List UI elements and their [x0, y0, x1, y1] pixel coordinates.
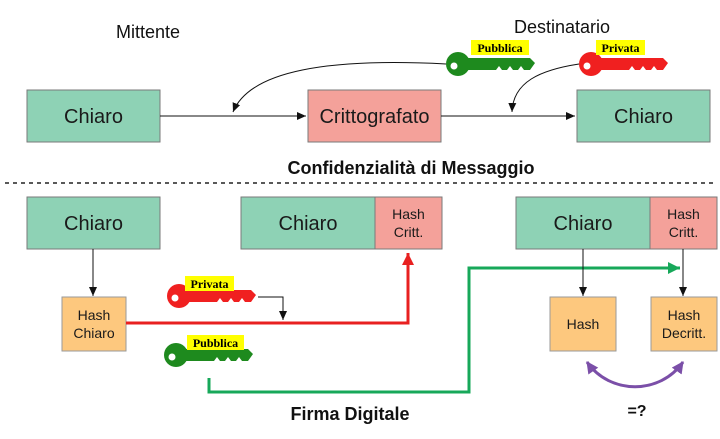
- sig-private-key-icon: Privata: [167, 276, 256, 308]
- conf-plain-sender-box: Chiaro: [26, 89, 161, 143]
- sig-recv-hash-text: Hash: [567, 316, 600, 332]
- sig-recv-hash-box: Hash: [549, 296, 617, 352]
- compare-arrow: [585, 361, 685, 389]
- conf-encrypted-box: Crittografato: [307, 89, 442, 143]
- signature-title: Firma Digitale: [290, 404, 409, 424]
- sig-sign-line: [126, 253, 414, 325]
- sig-signed-hash-box: Hash Critt.: [374, 196, 443, 250]
- sig-plain-text: Chiaro: [64, 213, 123, 235]
- sig-private-key-arrow: [258, 296, 287, 320]
- sig-verify-line: [207, 262, 680, 394]
- sig-recv-hash-decrypted-line1: Hash: [668, 307, 701, 323]
- conf-plain-sender-text: Chiaro: [64, 106, 123, 128]
- confidentiality-title: Confidenzialità di Messaggio: [287, 158, 534, 178]
- conf-plain-receiver-text: Chiaro: [614, 106, 673, 128]
- receiver-label: Destinatario: [514, 17, 610, 37]
- sig-recv-hash-encrypted-box: Hash Critt.: [649, 196, 718, 250]
- conf-public-key-tag: Pubblica: [477, 41, 522, 55]
- sig-recv-hash-encrypted-line2: Critt.: [669, 224, 699, 240]
- sig-signed-plain-box: Chiaro: [240, 196, 376, 250]
- conf-private-key-arrow: [508, 63, 580, 113]
- sig-recv-hash-decrypted-line2: Decritt.: [662, 325, 706, 341]
- sig-hash-plain-line1: Hash: [78, 307, 111, 323]
- sig-hash-plain-box: Hash Chiaro: [61, 296, 127, 352]
- sig-signed-plain-text: Chiaro: [279, 213, 338, 235]
- sig-private-key-tag: Privata: [191, 277, 229, 291]
- conf-private-key-icon: Privata: [579, 40, 668, 76]
- sig-recv-plain-text: Chiaro: [554, 213, 613, 235]
- sig-public-key-icon: Pubblica: [164, 335, 253, 367]
- conf-encrypted-text: Crittografato: [319, 106, 429, 128]
- sender-label: Mittente: [116, 22, 180, 42]
- sig-recv-hash-decrypted-box: Hash Decritt.: [650, 296, 718, 352]
- conf-plain-receiver-box: Chiaro: [576, 89, 711, 143]
- sig-signed-hash-line2: Critt.: [394, 224, 424, 240]
- compare-label: =?: [627, 403, 646, 420]
- sig-plain-box: Chiaro: [26, 196, 161, 250]
- sig-recv-plain-box: Chiaro: [515, 196, 651, 250]
- sig-hash-plain-line2: Chiaro: [73, 325, 114, 341]
- sig-signed-hash-line1: Hash: [392, 206, 425, 222]
- sig-public-key-tag: Pubblica: [193, 336, 238, 350]
- conf-public-key-icon: Pubblica: [446, 40, 535, 76]
- conf-private-key-tag: Privata: [602, 41, 640, 55]
- sig-recv-hash-encrypted-line1: Hash: [667, 206, 700, 222]
- conf-public-key-arrow: [232, 62, 447, 113]
